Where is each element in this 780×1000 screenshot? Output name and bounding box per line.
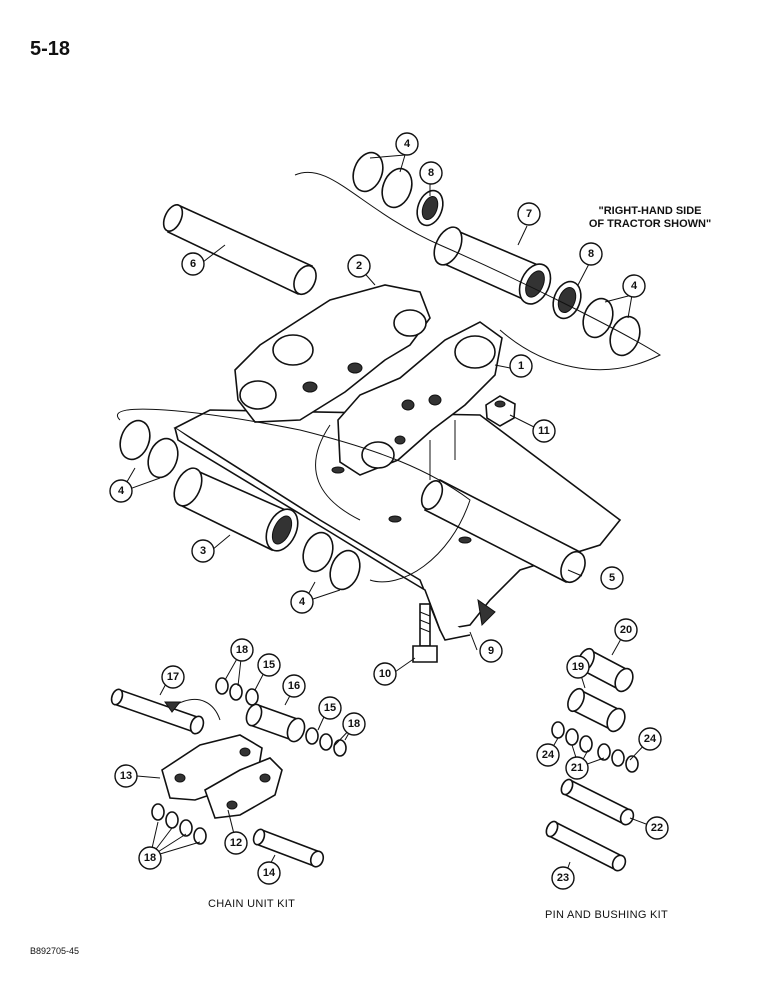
callout-13-text: 13 — [120, 770, 132, 782]
callout-22-text: 22 — [651, 822, 663, 834]
callout-5-text: 5 — [609, 572, 615, 584]
page-number: 5-18 — [30, 38, 71, 60]
callout-3-text: 3 — [200, 545, 206, 557]
callout-4-bottom: 4 — [290, 590, 314, 614]
callout-8-top-text: 8 — [428, 167, 434, 179]
pin-6 — [162, 203, 317, 296]
bushing-7 — [433, 226, 552, 305]
orientation-note: "RIGHT-HAND SIDE OF TRACTOR SHOWN" — [575, 205, 725, 231]
callout-6: 6 — [181, 252, 205, 276]
link-2 — [234, 284, 431, 423]
callout-10-text: 10 — [379, 668, 391, 680]
callout-4-right-text: 4 — [631, 280, 638, 292]
callout-11-text: 11 — [538, 425, 550, 437]
assembly-lines — [117, 171, 662, 583]
callout-11: 11 — [532, 419, 556, 443]
callout-14: 14 — [257, 861, 281, 885]
chain-unit-kit-label: CHAIN UNIT KIT — [208, 898, 296, 910]
callout-1: 1 — [509, 354, 533, 378]
callout-4-right: 4 — [622, 274, 646, 298]
chain-unit-kit-drawing — [110, 677, 347, 868]
callout-21: 21 — [565, 756, 589, 780]
callout-1-text: 1 — [518, 360, 524, 372]
callout-8-right-text: 8 — [588, 248, 594, 260]
callout-7: 7 — [517, 202, 541, 226]
callout-15-top-text: 15 — [263, 659, 275, 671]
callout-23: 23 — [551, 866, 575, 890]
nut-11 — [485, 395, 516, 427]
figure-code: B892705-45 — [30, 946, 80, 956]
callout-18-mid: 18 — [342, 712, 366, 736]
callout-22: 22 — [645, 816, 669, 840]
callout-18-bottom: 18 — [138, 846, 162, 870]
callout-5: 5 — [600, 566, 624, 590]
orientation-note-line1: "RIGHT-HAND SIDE — [598, 205, 702, 217]
callout-4-left: 4 — [109, 479, 133, 503]
callout-4-bottom-text: 4 — [299, 596, 306, 608]
callout-18-mid-text: 18 — [348, 718, 360, 730]
callout-10: 10 — [373, 662, 397, 686]
callout-24-right: 24 — [638, 727, 662, 751]
callout-13: 13 — [114, 764, 138, 788]
pin-bushing-kit-drawing — [545, 647, 639, 872]
callout-18-top: 18 — [230, 638, 254, 662]
callout-3: 3 — [191, 539, 215, 563]
callout-16: 16 — [282, 674, 306, 698]
bushing-3 — [173, 467, 299, 552]
callout-21-text: 21 — [571, 762, 583, 774]
callout-8-right: 8 — [579, 242, 603, 266]
callout-14-text: 14 — [263, 867, 276, 879]
callout-4-left-text: 4 — [118, 485, 125, 497]
callout-15-mid: 15 — [318, 696, 342, 720]
callout-17: 17 — [161, 665, 185, 689]
callout-24-left: 24 — [536, 743, 560, 767]
callout-12: 12 — [224, 831, 248, 855]
callout-20-text: 20 — [620, 624, 632, 636]
callout-12-text: 12 — [230, 837, 242, 849]
callout-17-text: 17 — [167, 671, 179, 683]
callout-9: 9 — [479, 639, 503, 663]
callout-16-text: 16 — [288, 680, 300, 692]
callout-19: 19 — [566, 655, 590, 679]
callout-24-right-text: 24 — [644, 733, 657, 745]
link-1 — [337, 321, 503, 476]
callout-7-text: 7 — [526, 208, 532, 220]
callout-4-top-text: 4 — [404, 138, 411, 150]
seal-rings — [119, 151, 641, 591]
callout-19-text: 19 — [572, 661, 584, 673]
callout-6-text: 6 — [190, 258, 196, 270]
pin-5 — [420, 478, 586, 584]
callout-24-left-text: 24 — [542, 749, 555, 761]
pin-bushing-kit-label: PIN AND BUSHING KIT — [545, 909, 669, 921]
callout-2: 2 — [347, 254, 371, 278]
callout-15-top: 15 — [257, 653, 281, 677]
callout-4-top: 4 — [395, 132, 419, 156]
callout-15-mid-text: 15 — [324, 702, 336, 714]
bolt-10 — [412, 603, 438, 663]
track-shoe-plate — [173, 409, 622, 641]
callout-18-bottom-text: 18 — [144, 852, 156, 864]
callout-18-top-text: 18 — [236, 644, 248, 656]
callout-23-text: 23 — [557, 872, 569, 884]
callout-8-top: 8 — [419, 161, 443, 185]
callout-2-text: 2 — [356, 260, 362, 272]
callout-9-text: 9 — [488, 645, 494, 657]
callout-20: 20 — [614, 618, 638, 642]
orientation-note-line2: OF TRACTOR SHOWN" — [588, 218, 712, 230]
